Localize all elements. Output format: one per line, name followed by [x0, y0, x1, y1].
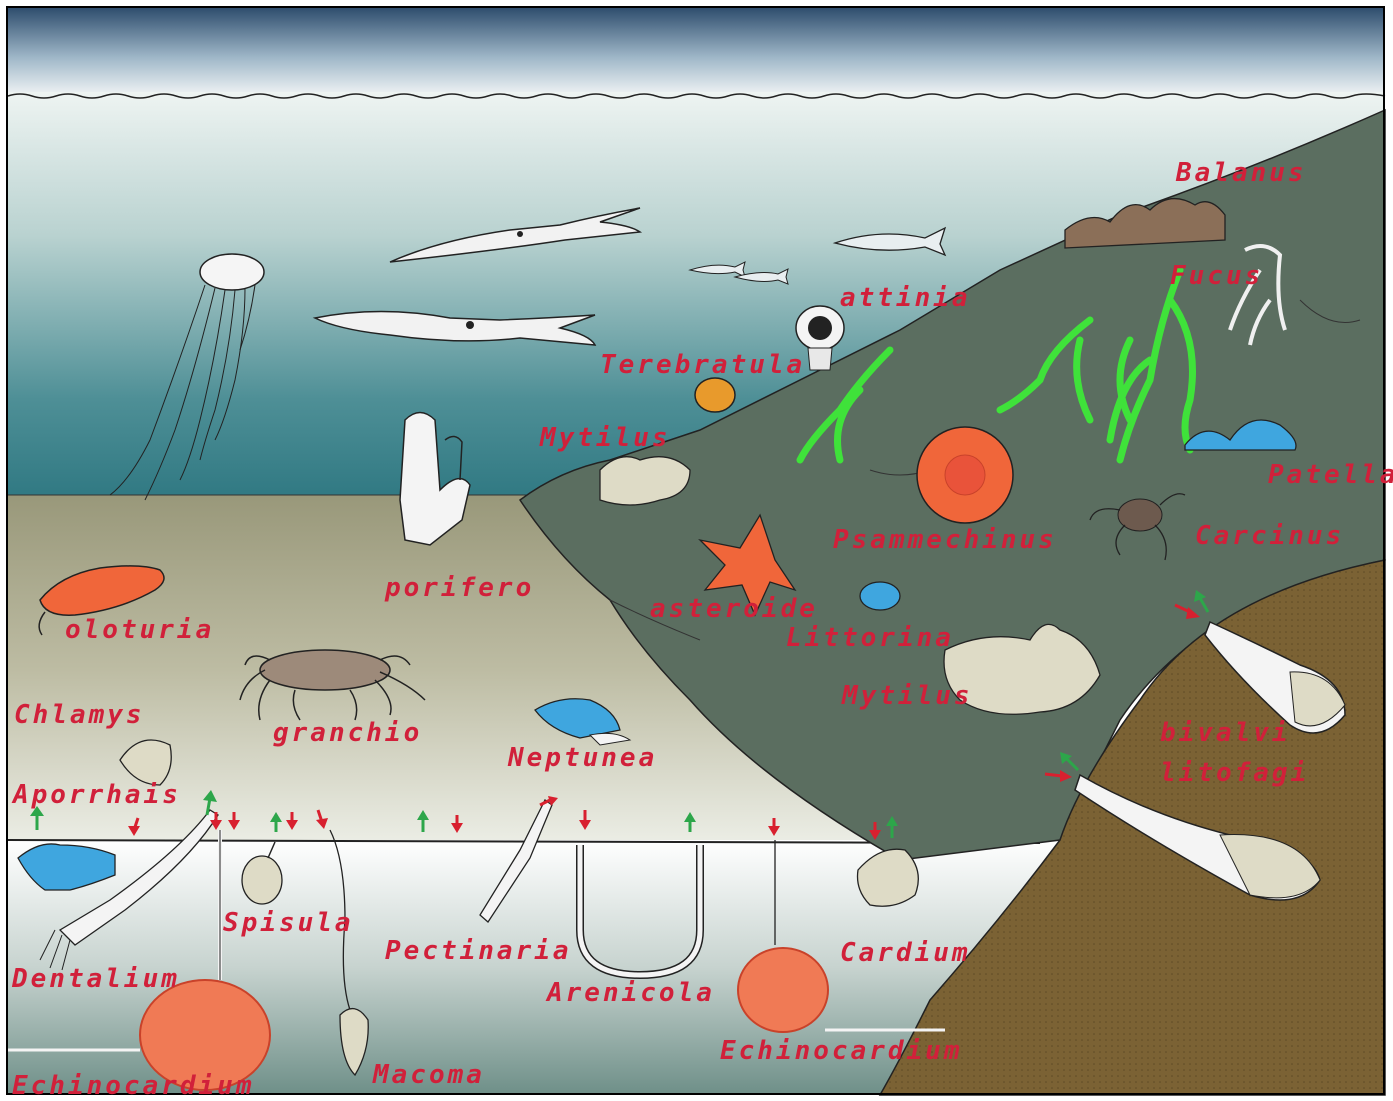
label-attinia: attinia: [840, 285, 971, 311]
label-asteroide: asteroide: [650, 596, 818, 622]
label-mytilus-upper: Mytilus: [540, 425, 671, 451]
label-balanus: Balanus: [1176, 160, 1307, 186]
label-fucus: Fucus: [1170, 263, 1263, 289]
label-porifero: porifero: [385, 575, 534, 601]
label-cardium: Cardium: [840, 940, 971, 966]
label-granchio: granchio: [273, 720, 422, 746]
label-macoma: Macoma: [373, 1062, 485, 1088]
label-pectinaria: Pectinaria: [385, 938, 572, 964]
label-mytilus-lower: Mytilus: [842, 683, 973, 709]
label-carcinus: Carcinus: [1195, 523, 1344, 549]
label-aporrhais: Aporrhais: [13, 782, 181, 808]
label-bivalvi: bivalvi: [1160, 720, 1291, 746]
label-oloturia: oloturia: [65, 617, 214, 643]
label-arenicola: Arenicola: [547, 980, 715, 1006]
label-neptunea: Neptunea: [508, 745, 657, 771]
label-echinocardium-left: Echinocardium: [12, 1073, 255, 1099]
label-patella: Patella: [1268, 462, 1393, 488]
label-dentalium: Dentalium: [12, 966, 180, 992]
label-chlamys: Chlamys: [14, 702, 145, 728]
label-littorina: Littorina: [786, 625, 954, 651]
label-terebratula: Terebratula: [600, 352, 805, 378]
label-spisula: Spisula: [223, 910, 354, 936]
label-litofagi: litofagi: [1160, 760, 1309, 786]
label-echinocardium-right: Echinocardium: [720, 1038, 963, 1064]
label-psammechinus: Psammechinus: [833, 527, 1057, 553]
